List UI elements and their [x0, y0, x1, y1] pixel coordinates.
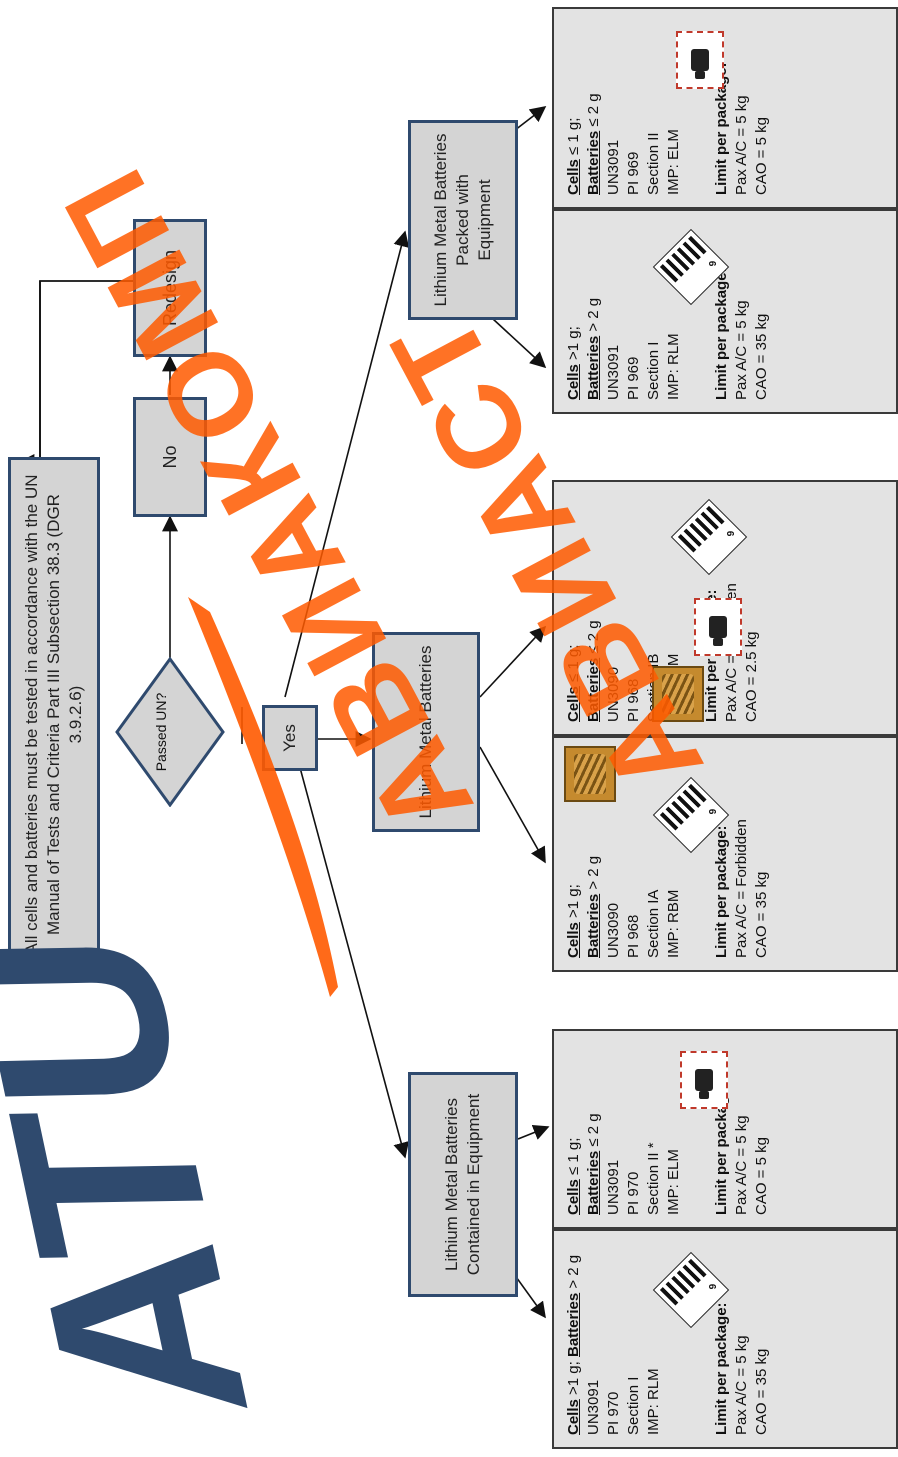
lithium-battery-mark-icon	[694, 598, 742, 656]
start-text: All cells and batteries must be tested i…	[22, 474, 85, 955]
card-packed-section-2: Cells ≤ 1 g; Batteries ≤ 2 g UN3091 PI 9…	[552, 7, 898, 209]
card-contained-section-1: Cells >1 g; Batteries > 2 g UN3091 PI 97…	[552, 1229, 898, 1449]
branch-packed-box: Lithium Metal Batteries Packed with Equi…	[408, 120, 518, 320]
lithium-battery-mark-icon	[676, 31, 724, 89]
branch-contained-box: Lithium Metal Batteries Contained in Equ…	[408, 1072, 518, 1297]
start-box: All cells and batteries must be tested i…	[8, 457, 100, 972]
branch-packed-label: Lithium Metal Batteries Packed with Equi…	[431, 133, 494, 307]
decision-text: Passed UN?	[153, 692, 169, 772]
card-contained-section-2: Cells ≤ 1 g; Batteries ≤ 2 g UN3091 PI 9…	[552, 1029, 898, 1229]
decision-diamond: Passed UN?	[115, 657, 225, 807]
lithium-battery-mark-icon	[680, 1051, 728, 1109]
branch-contained-label: Lithium Metal Batteries Contained in Equ…	[442, 1093, 483, 1276]
card-packed-section-1: Cells >1 g; Batteries > 2 g UN3091 PI 96…	[552, 209, 898, 414]
logo-swoosh-icon	[188, 597, 338, 997]
